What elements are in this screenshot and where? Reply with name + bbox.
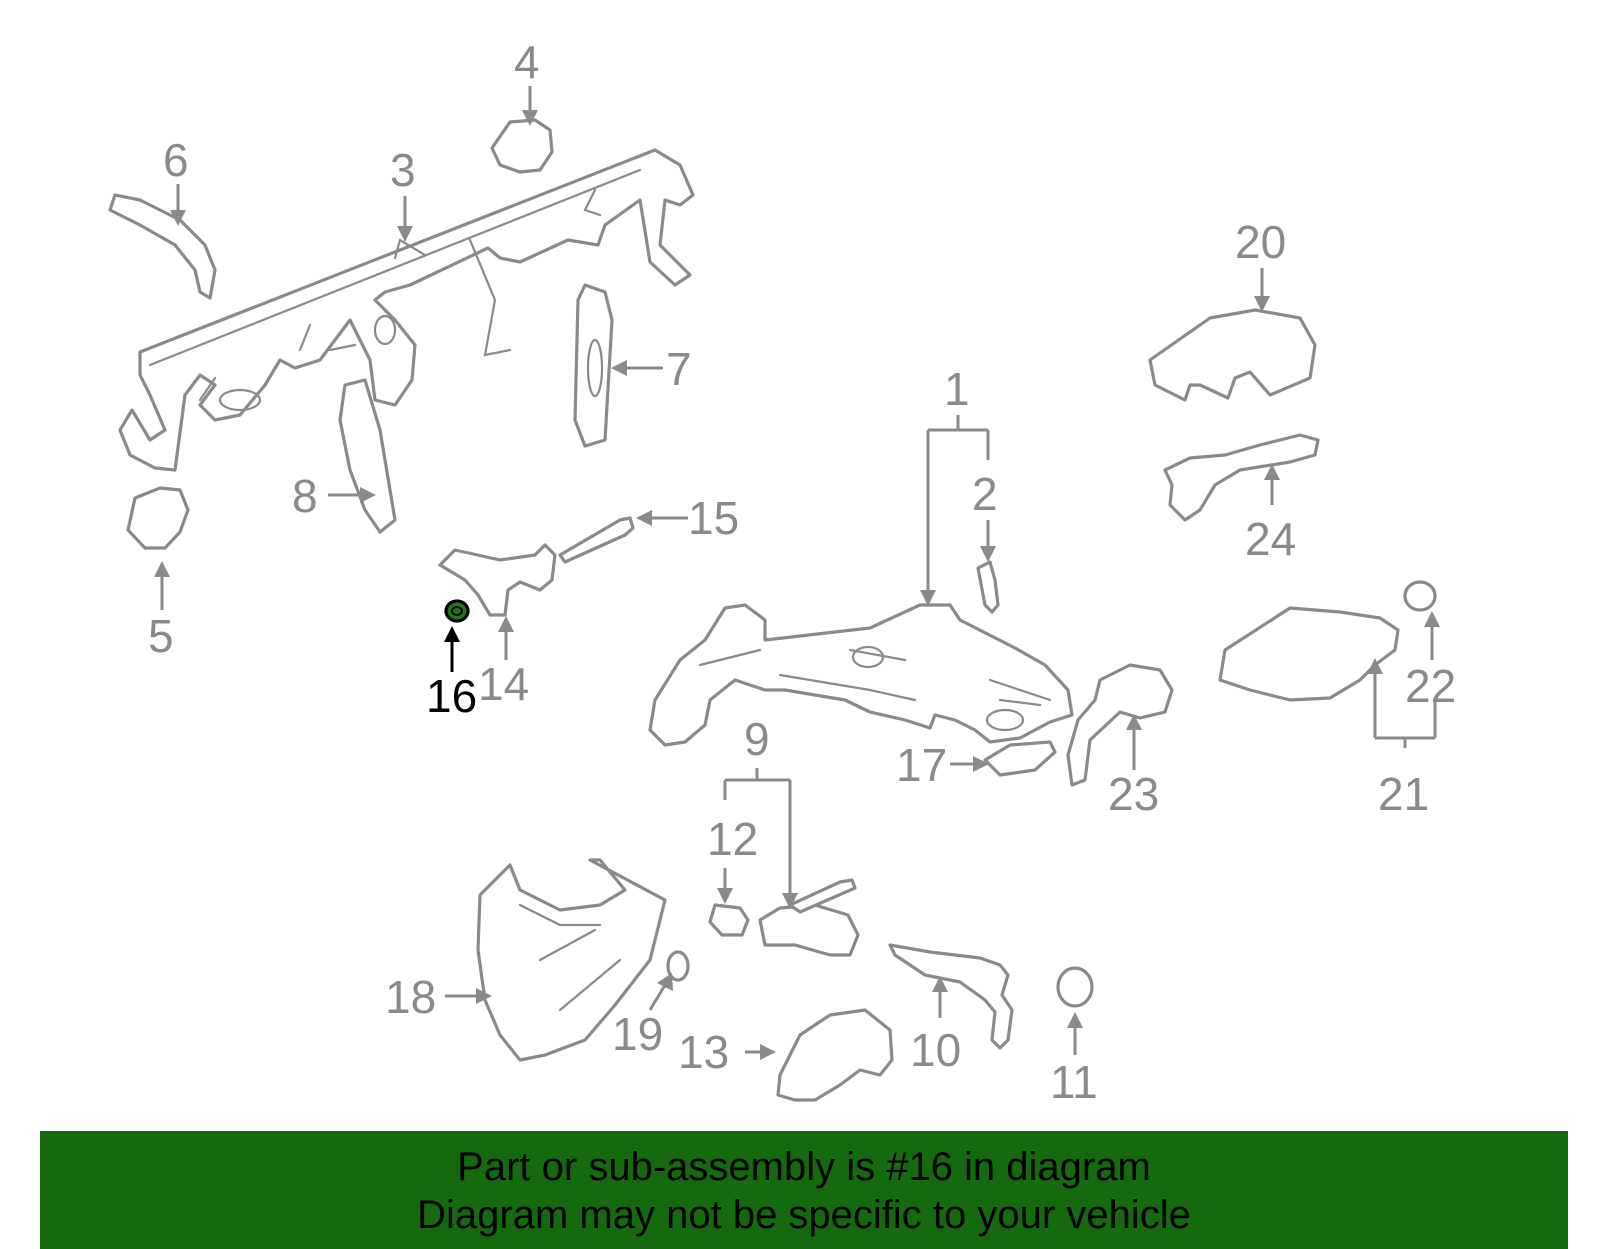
part-6-bracket: [108, 193, 217, 300]
part-7-slot: [586, 338, 604, 398]
callout-11: 11: [1050, 1056, 1098, 1108]
callout-7: 7: [666, 343, 692, 395]
part-2-screw: [976, 560, 1000, 614]
part-17-cover: [983, 740, 1057, 777]
callout-2: 2: [972, 468, 998, 520]
part-16-bushing: [444, 599, 470, 623]
part-8-brace: [338, 378, 397, 534]
leader-lines: [154, 86, 1440, 1060]
part-11-trim-ring: [1056, 966, 1094, 1008]
part-15-bolt: [558, 516, 635, 564]
callout-23: 23: [1108, 768, 1159, 820]
callout-6: 6: [163, 134, 189, 186]
callout-16: 16: [426, 670, 477, 722]
part-18-panel: [476, 858, 667, 1062]
callout-3: 3: [390, 144, 416, 196]
part-9-rod: [788, 878, 857, 914]
part-14-bracket: [438, 543, 557, 617]
callout-24: 24: [1245, 513, 1296, 565]
part-4-bracket: [490, 118, 554, 174]
callout-21: 21: [1378, 768, 1429, 820]
callout-20: 20: [1235, 216, 1286, 268]
callout-15: 15: [688, 492, 739, 544]
part-10-lock-cylinder: [888, 943, 1014, 1050]
part-20-shroud: [1148, 308, 1317, 402]
callout-13: 13: [678, 1026, 729, 1078]
callout-labels: 4 6 3 7 8 5 15 16 14 1 2 17 23 20 24 22 …: [148, 36, 1456, 1108]
part-12-bushing: [708, 903, 750, 937]
part-23-switch: [1066, 663, 1174, 787]
part-5-plate: [126, 486, 190, 550]
part-3-cross-car-beam: [118, 148, 695, 472]
part-24-lever: [1163, 433, 1320, 522]
callout-8: 8: [292, 470, 318, 522]
part-18-detail: [518, 903, 622, 1012]
callout-14: 14: [478, 658, 529, 710]
callout-1: 1: [944, 363, 970, 415]
part-21-lower-shroud: [1218, 606, 1400, 702]
info-banner: Part or sub-assembly is #16 in diagram D…: [40, 1131, 1568, 1249]
callout-10: 10: [910, 1024, 961, 1076]
callout-18: 18: [385, 971, 436, 1023]
callout-9: 9: [744, 713, 770, 765]
part-22-washer: [1403, 580, 1437, 612]
callout-4: 4: [514, 36, 540, 88]
banner-disclaimer: Diagram may not be specific to your vehi…: [417, 1193, 1191, 1237]
part-7-reinforcement: [573, 283, 614, 448]
callout-5: 5: [148, 610, 174, 662]
callout-12: 12: [707, 813, 758, 865]
callout-19: 19: [612, 1008, 663, 1060]
part-1-steering-column: [648, 603, 1074, 747]
callout-17: 17: [896, 739, 947, 791]
callout-22: 22: [1405, 660, 1456, 712]
part-13-cover: [776, 1008, 894, 1102]
part-9-housing: [758, 903, 860, 957]
banner-part-message: Part or sub-assembly is #16 in diagram: [457, 1145, 1151, 1189]
part-19-grommet: [666, 950, 690, 982]
